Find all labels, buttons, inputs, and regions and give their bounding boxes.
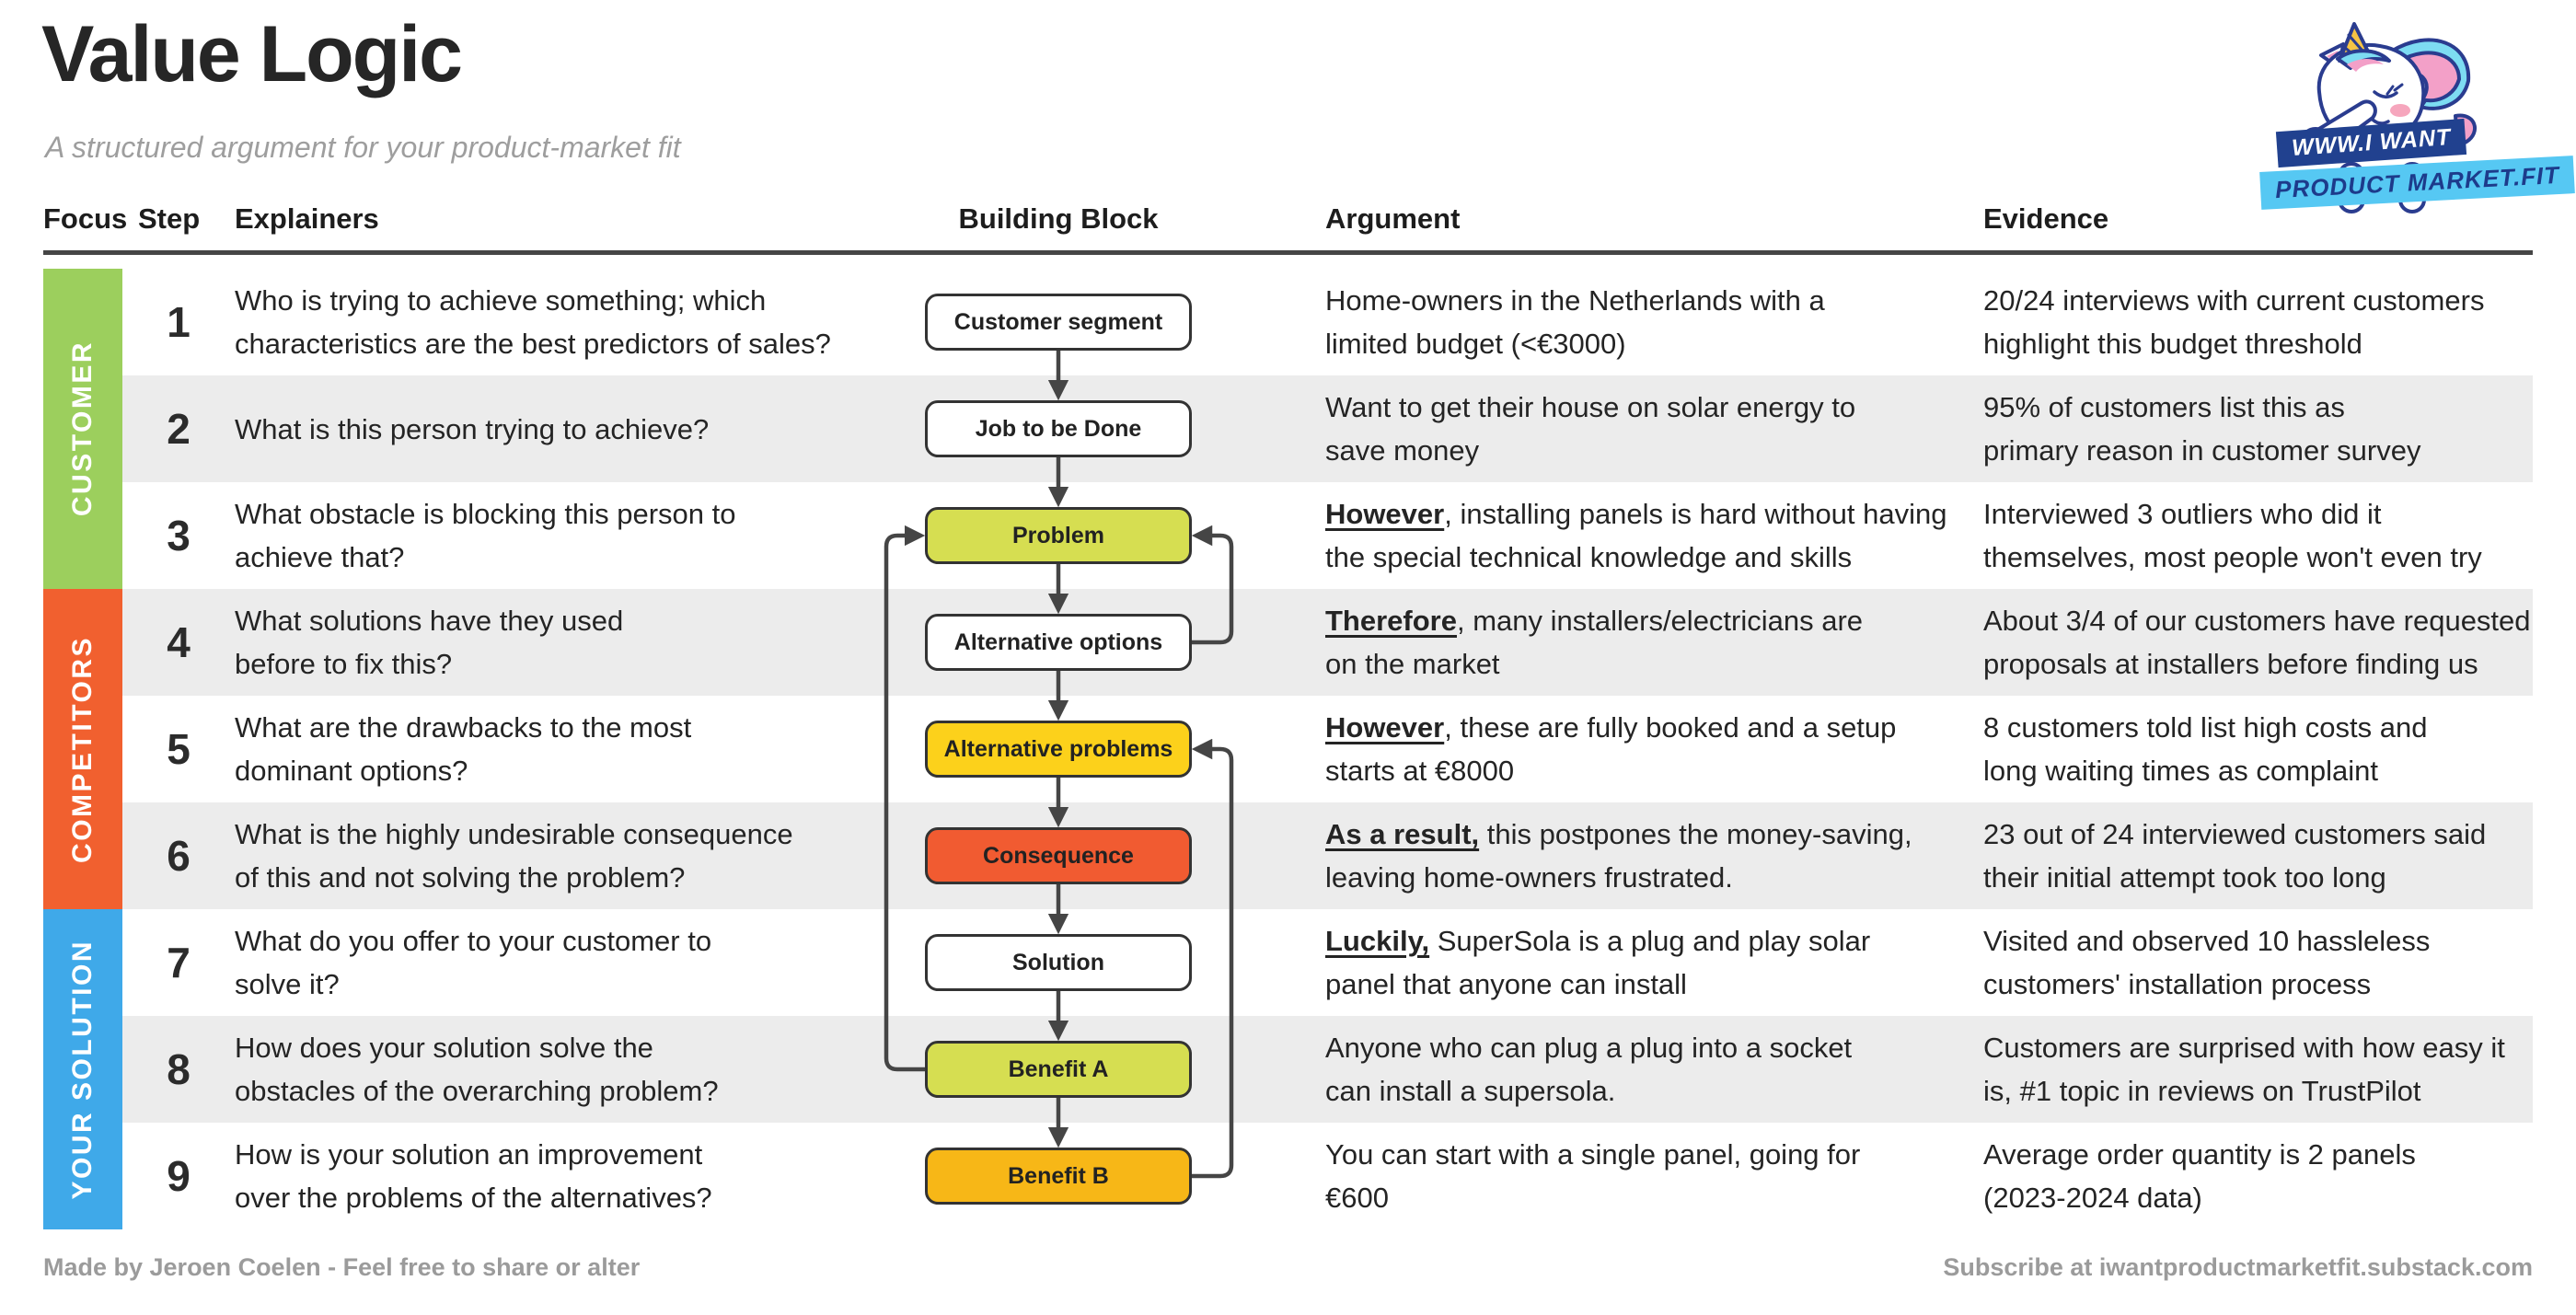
table-row-6: 6 What is the highly undesirable consequ…: [122, 802, 2533, 909]
unicorn-logo: WWW.I WANT PRODUCT MARKET.FIT: [2255, 17, 2576, 228]
evidence-text: Visited and observed 10 hassleless custo…: [1983, 925, 2431, 1000]
argument-lead: Therefore: [1325, 605, 1457, 637]
flow-box-label: Alternative options: [953, 629, 1163, 655]
evidence-text: Average order quantity is 2 panels (2023…: [1983, 1138, 2416, 1214]
explainer-text: How is your solution an improvement over…: [235, 1138, 712, 1214]
argument-text: Therefore, many installers/electricians …: [1316, 599, 1970, 686]
page-title: Value Logic: [41, 10, 463, 98]
argument-text: Anyone who can plug a plug into a socket…: [1316, 1026, 1970, 1113]
flow-box-label: Benefit B: [1008, 1162, 1109, 1189]
explainer-text: Who is trying to achieve something; whic…: [235, 284, 831, 360]
step-number: 9: [167, 1152, 191, 1200]
column-header-argument: Argument: [1325, 202, 1461, 235]
argument-text: You can start with a single panel, going…: [1316, 1133, 1970, 1219]
flow-box-problem: Problem: [925, 507, 1192, 564]
step-number: 6: [167, 832, 191, 880]
explainer-text: How does your solution solve the obstacl…: [235, 1032, 719, 1107]
evidence-text: 23 out of 24 interviewed customers said …: [1983, 818, 2487, 894]
evidence-text: 95% of customers list this as primary re…: [1983, 391, 2421, 467]
focus-group-your-solution-label: YOUR SOLUTION: [67, 939, 98, 1200]
argument-text: As a result, this postpones the money-sa…: [1316, 813, 1970, 899]
step-number: 3: [167, 512, 191, 559]
table-row-4: 4 What solutions have they used before t…: [122, 589, 2533, 696]
flow-box-label: Consequence: [983, 842, 1134, 869]
step-number: 4: [167, 618, 191, 666]
column-header-step: Step: [138, 202, 201, 235]
explainer-text: What solutions have they used before to …: [235, 605, 624, 680]
focus-group-customer-label: CUSTOMER: [67, 340, 98, 517]
explainer-text: What are the drawbacks to the most domin…: [235, 711, 692, 787]
argument-rest: Home-owners in the Netherlands with a li…: [1325, 284, 1825, 360]
evidence-text: Interviewed 3 outliers who did it themse…: [1983, 498, 2482, 573]
argument-rest: , these are fully booked and a setup sta…: [1325, 711, 1897, 787]
flow-box-label: Alternative problems: [943, 735, 1173, 762]
focus-group-customer: CUSTOMER: [43, 269, 122, 589]
step-number: 7: [167, 939, 191, 986]
flow-box-customer-segment: Customer segment: [925, 294, 1192, 351]
argument-lead: However: [1325, 711, 1445, 744]
argument-text: Luckily, SuperSola is a plug and play so…: [1316, 919, 1970, 1006]
argument-rest: this postpones the money-saving, leaving…: [1325, 818, 1912, 894]
step-number: 8: [167, 1045, 191, 1093]
argument-lead: As a result,: [1325, 818, 1480, 850]
argument-rest: Want to get their house on solar energy …: [1325, 391, 1856, 467]
header-divider-line: [43, 250, 2533, 255]
explainer-text: What is the highly undesirable consequen…: [235, 818, 793, 894]
focus-group-competitors: COMPETITORS: [43, 589, 122, 909]
flow-box-label: Benefit A: [1008, 1055, 1109, 1082]
argument-rest: , installing panels is hard without havi…: [1325, 498, 1947, 573]
focus-sidebar: CUSTOMER COMPETITORS YOUR SOLUTION: [43, 269, 122, 1229]
table-row-9: 9 How is your solution an improvement ov…: [122, 1123, 2533, 1229]
argument-rest: SuperSola is a plug and play solar panel…: [1325, 925, 1871, 1000]
table-row-5: 5 What are the drawbacks to the most dom…: [122, 696, 2533, 802]
column-header-explainers: Explainers: [235, 202, 379, 235]
table-row-8: 8 How does your solution solve the obsta…: [122, 1016, 2533, 1123]
column-header-building-block: Building Block: [958, 202, 1159, 235]
flow-box-job-to-be-done: Job to be Done: [925, 400, 1192, 457]
argument-rest: Anyone who can plug a plug into a socket…: [1325, 1032, 1853, 1107]
flow-box-label: Problem: [1011, 522, 1105, 548]
column-header-focus: Focus: [43, 202, 128, 235]
evidence-text: 20/24 interviews with current customers …: [1983, 284, 2485, 360]
table-row-7: 7 What do you offer to your customer to …: [122, 909, 2533, 1016]
focus-group-your-solution: YOUR SOLUTION: [43, 909, 122, 1229]
argument-text: However, these are fully booked and a se…: [1316, 706, 1970, 792]
argument-rest: , many installers/electricians are on th…: [1325, 605, 1864, 680]
argument-lead: Luckily,: [1325, 925, 1430, 957]
flow-box-label: Solution: [1012, 949, 1104, 975]
flow-box-benefit-a: Benefit A: [925, 1041, 1192, 1098]
value-logic-table: CUSTOMER COMPETITORS YOUR SOLUTION 1 Who…: [43, 269, 2533, 1229]
flow-box-alternative-options: Alternative options: [925, 614, 1192, 671]
flow-box-consequence: Consequence: [925, 827, 1192, 884]
argument-text: However, installing panels is hard witho…: [1316, 492, 1970, 579]
argument-text: Want to get their house on solar energy …: [1316, 386, 1970, 472]
table-row-1: 1 Who is trying to achieve something; wh…: [122, 269, 2533, 375]
page-subtitle: A structured argument for your product-m…: [45, 131, 681, 164]
column-header-evidence: Evidence: [1983, 202, 2109, 235]
flow-box-label: Customer segment: [953, 308, 1163, 335]
step-number: 1: [167, 298, 191, 346]
flow-box-solution: Solution: [925, 934, 1192, 991]
step-number: 2: [167, 405, 191, 453]
flow-box-alternative-problems: Alternative problems: [925, 721, 1192, 778]
focus-group-competitors-label: COMPETITORS: [67, 635, 98, 863]
footer-subscribe: Subscribe at iwantproductmarketfit.subst…: [1943, 1253, 2533, 1281]
flow-box-label: Job to be Done: [975, 415, 1142, 442]
footer-credit: Made by Jeroen Coelen - Feel free to sha…: [43, 1253, 641, 1281]
evidence-text: About 3/4 of our customers have requeste…: [1983, 605, 2531, 680]
argument-rest: You can start with a single panel, going…: [1325, 1138, 1861, 1214]
table-row-2: 2 What is this person trying to achieve?…: [122, 375, 2533, 482]
explainer-text: What obstacle is blocking this person to…: [235, 498, 736, 573]
step-number: 5: [167, 725, 191, 773]
table-row-3: 3 What obstacle is blocking this person …: [122, 482, 2533, 589]
table-rows: 1 Who is trying to achieve something; wh…: [122, 269, 2533, 1229]
flow-box-benefit-b: Benefit B: [925, 1148, 1192, 1205]
argument-lead: However: [1325, 498, 1445, 530]
evidence-text: 8 customers told list high costs and lon…: [1983, 711, 2428, 787]
explainer-text: What do you offer to your customer to so…: [235, 925, 712, 1000]
explainer-text: What is this person trying to achieve?: [235, 412, 710, 445]
evidence-text: Customers are surprised with how easy it…: [1983, 1032, 2505, 1107]
argument-text: Home-owners in the Netherlands with a li…: [1316, 279, 1970, 365]
